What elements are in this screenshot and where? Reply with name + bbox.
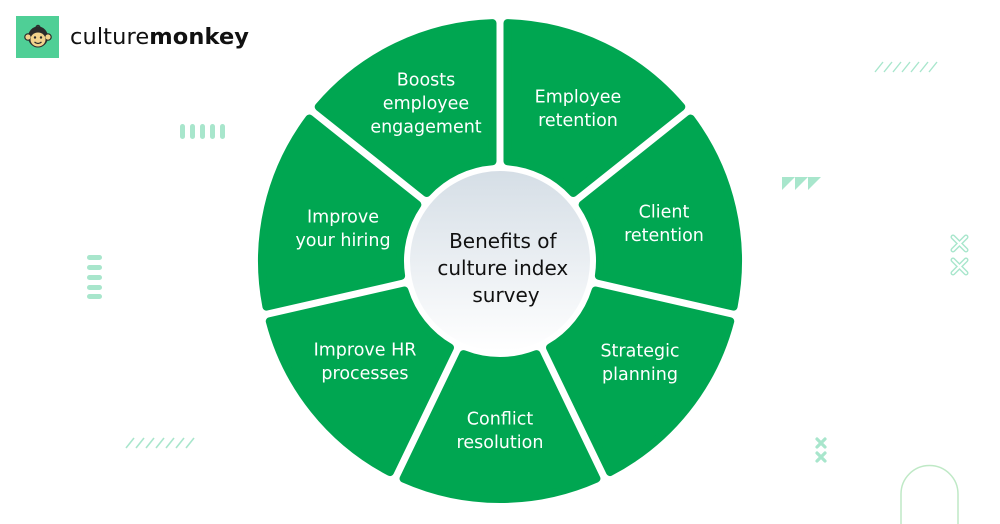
segment-label-line: Conflict [467,409,534,429]
segment-label-improve-hr-processes: Improve HR processes [314,340,417,384]
segment-label-employee-retention: Employee retention [535,87,622,131]
segment-label-client-retention: Client retention [624,202,704,246]
segment-label-line: Improve HR [314,340,417,360]
segment-improve-hr-processes [265,286,454,477]
center-title-line: survey [472,283,539,307]
arch-outline-decoration [900,464,959,524]
segment-conflict-resolution [399,350,601,503]
segment-label-line: Strategic [600,341,679,361]
segment-label-line: retention [538,111,618,131]
segment-label-improve-your-hiring: Improve your hiring [295,207,390,251]
horizontal-bars-decoration [87,255,102,299]
segment-label-line: Improve [307,207,379,227]
segments-layer [258,19,742,503]
slash-lines-decoration-top-right [874,61,938,73]
segment-label-line: resolution [457,433,544,453]
segment-improve-your-hiring [258,114,422,311]
segment-label-line: Boosts [397,71,456,91]
segment-label-line: employee [383,94,469,114]
segment-label-line: processes [321,364,408,384]
cross-solid-decoration [815,437,827,463]
brand-wordmark: culturemonkey [70,24,249,50]
monkey-icon [16,16,59,58]
segment-label-boosts-employee-engagement: Boosts employee engagement [370,71,481,138]
segment-label-line: Employee [535,87,622,107]
center-title-line: culture index [437,256,568,280]
segment-label-line: Client [639,202,690,222]
segment-client-retention [578,114,742,311]
center-title-line: Benefits of [449,229,557,253]
segment-boosts-employee-engagement [314,19,497,197]
segment-label-line: engagement [370,118,481,138]
center-title: Benefits of culture index survey [437,229,574,307]
triangles-decoration [782,177,821,190]
center-circle [410,171,590,351]
slash-lines-decoration-bottom-left [125,437,195,449]
segment-label-strategic-planning: Strategic planning [600,341,679,385]
segment-label-line: retention [624,226,704,246]
brand-logo: culturemonkey [16,16,249,58]
brand-name-light: culture [70,24,150,50]
segment-strategic-planning [546,286,735,477]
segment-employee-retention [503,19,686,197]
brand-name-bold: monkey [149,24,250,50]
segment-label-line: your hiring [295,231,390,251]
vertical-bars-decoration [180,124,225,139]
cross-outline-decoration [950,234,969,276]
segment-label-line: planning [602,365,678,385]
segment-label-conflict-resolution: Conflict resolution [457,409,544,453]
